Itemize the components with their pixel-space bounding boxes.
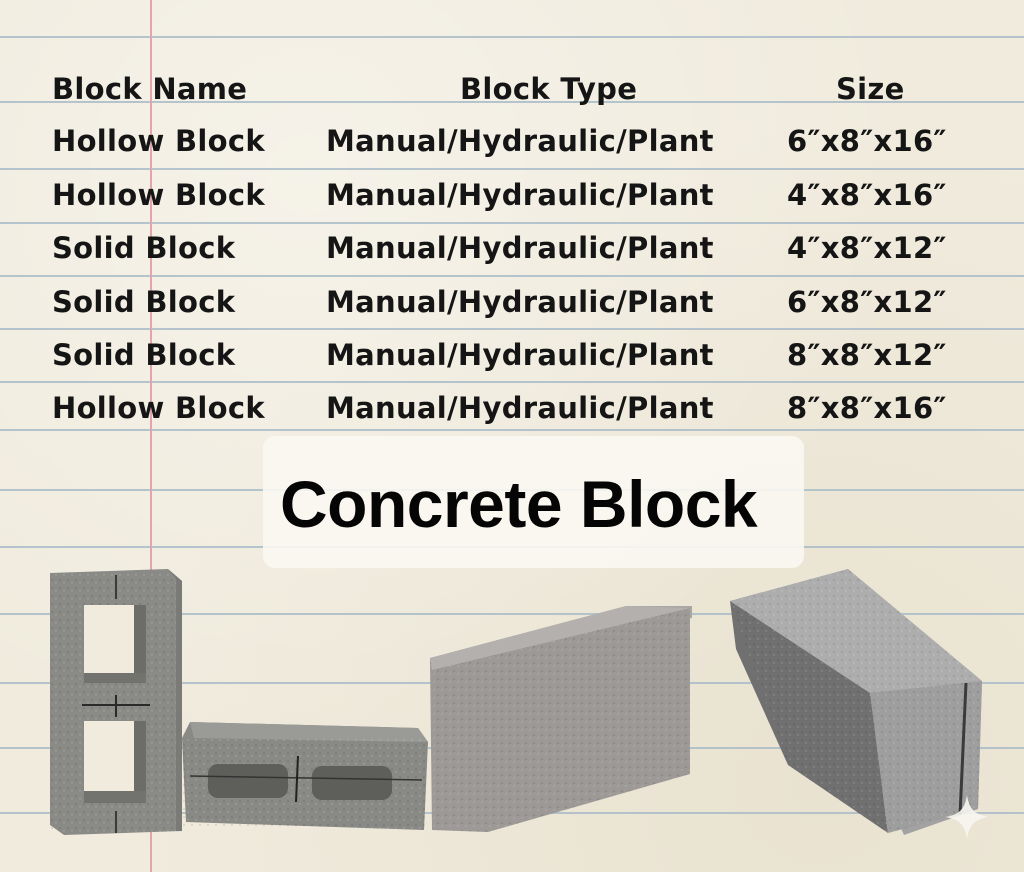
solid-block-angled-image [730,569,982,835]
sparkle-icon [945,795,989,839]
ruled-line [0,613,1024,615]
row-4-type: Manual/Hydraulic/Plant [326,285,714,319]
hollow-block-upright-image [50,569,182,835]
header-block-name: Block Name [52,72,248,106]
hollow-block-lying-image [182,722,428,830]
row-6-name: Hollow Block [52,391,265,425]
row-2-type: Manual/Hydraulic/Plant [326,178,714,212]
row-3-type: Manual/Hydraulic/Plant [326,231,714,265]
ruled-line [0,328,1024,330]
ruled-line [0,36,1024,38]
row-6-size: 8″x8″x16″ [787,391,947,425]
row-1-size: 6″x8″x16″ [787,124,947,158]
ruled-line [0,222,1024,224]
ruled-line [0,101,1024,103]
title-backdrop [263,436,804,568]
row-1-name: Hollow Block [52,124,265,158]
row-5-name: Solid Block [52,338,236,372]
row-4-name: Solid Block [52,285,236,319]
row-2-size: 4″x8″x16″ [787,178,947,212]
row-5-type: Manual/Hydraulic/Plant [326,338,714,372]
row-4-size: 6″x8″x12″ [787,285,947,319]
ruled-line [0,381,1024,383]
ruled-line [0,168,1024,170]
header-size: Size [836,72,905,106]
ruled-line [0,275,1024,277]
solid-block-image [430,606,692,832]
row-3-size: 4″x8″x12″ [787,231,947,265]
header-block-type: Block Type [460,72,638,106]
row-1-type: Manual/Hydraulic/Plant [326,124,714,158]
row-5-size: 8″x8″x12″ [787,338,947,372]
ruled-line [0,429,1024,431]
row-3-name: Solid Block [52,231,236,265]
row-6-type: Manual/Hydraulic/Plant [326,391,714,425]
page-title: Concrete Block [280,467,758,541]
row-2-name: Hollow Block [52,178,265,212]
margin-line [150,0,152,872]
